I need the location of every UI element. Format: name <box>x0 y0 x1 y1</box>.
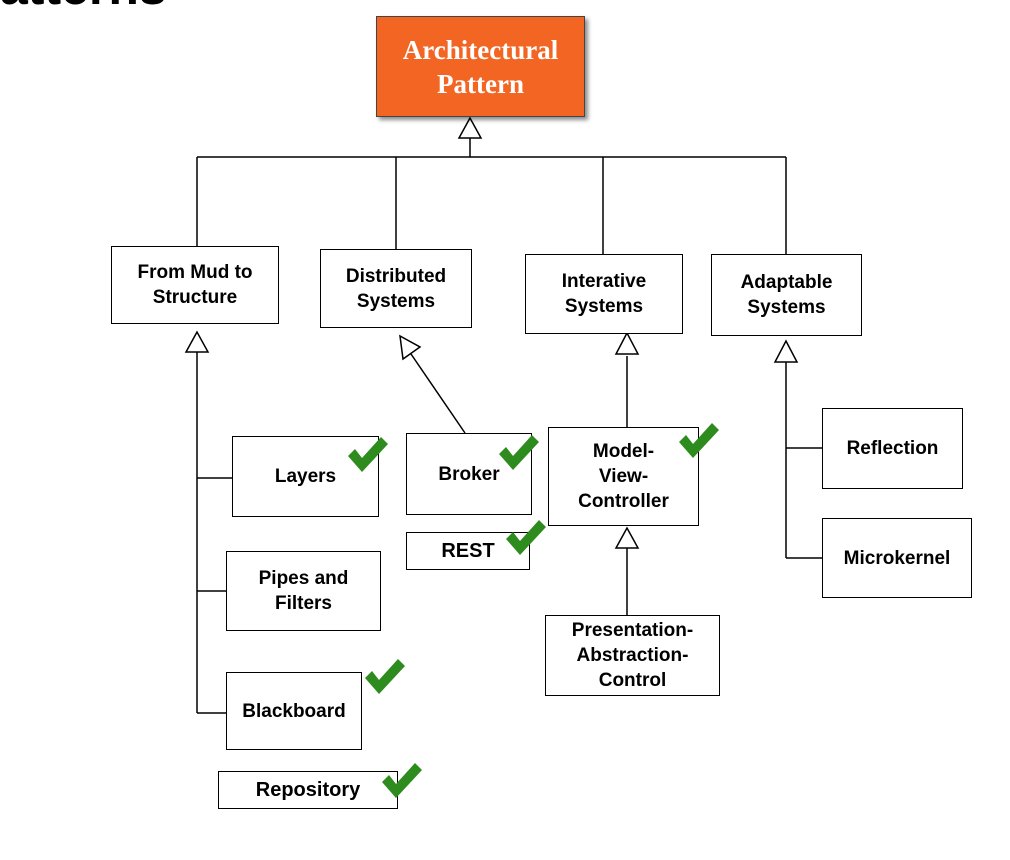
inheritance-arrowhead <box>614 526 640 549</box>
checkmark-icon <box>499 435 539 470</box>
blackboard-node: Blackboard <box>226 672 362 750</box>
presentation-abstraction-control-node: Presentation- Abstraction- Control <box>545 615 720 696</box>
adaptable-systems-node: Adaptable Systems <box>711 254 862 336</box>
pipes-and-filters-node: Pipes and Filters <box>226 551 381 631</box>
reflection-node: Reflection <box>822 408 963 489</box>
inheritance-arrowhead <box>399 334 422 361</box>
from-mud-to-structure-node: From Mud to Structure <box>111 246 279 324</box>
microkernel-node: Microkernel <box>822 518 972 598</box>
interactive-systems-node: Interative Systems <box>525 254 683 334</box>
repository-node: Repository <box>218 771 398 809</box>
checkmark-icon <box>365 659 405 694</box>
model-view-controller-node: Model- View- Controller <box>548 427 699 526</box>
inheritance-arrowhead <box>457 116 483 139</box>
broker-node: Broker <box>406 433 532 515</box>
page-title: atterns <box>0 0 167 12</box>
checkmark-icon <box>382 763 422 798</box>
checkmark-icon <box>348 437 388 472</box>
checkmark-icon <box>679 423 719 458</box>
inheritance-arrowhead <box>773 339 799 363</box>
architectural-pattern-node: Architectural Pattern <box>376 16 585 117</box>
inheritance-arrowhead <box>614 331 640 355</box>
distributed-systems-node: Distributed Systems <box>320 249 472 328</box>
layers-node: Layers <box>232 436 379 517</box>
inheritance-arrowhead <box>184 330 210 353</box>
checkmark-icon <box>506 520 546 555</box>
